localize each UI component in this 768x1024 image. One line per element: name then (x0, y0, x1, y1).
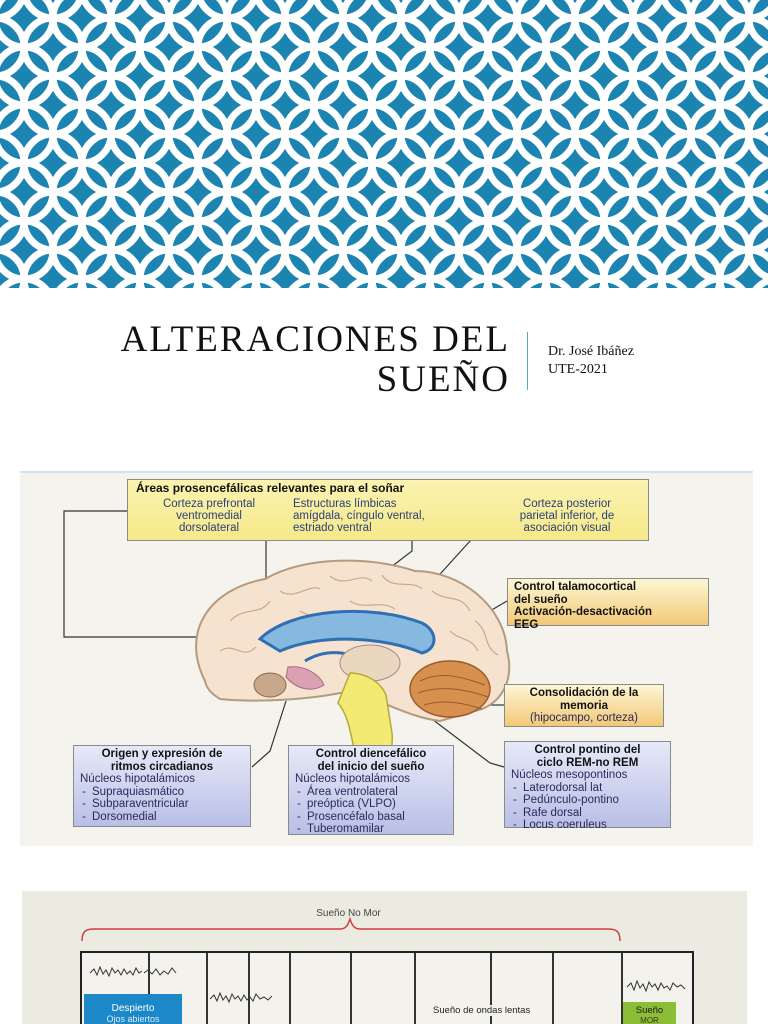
diencef-item: Área ventrolateral (295, 786, 447, 799)
areas-col1-line2: ventromedial (176, 509, 242, 522)
areas-col1-line3: dorsolateral (178, 521, 240, 534)
eeg-grid (80, 951, 694, 1024)
diencef-sub: Núcleos hipotalámicos (295, 773, 411, 785)
talamo-heading-4: EEG (514, 618, 539, 631)
pontino-item: Rafe dorsal (511, 807, 664, 820)
title-divider (527, 332, 528, 390)
box-control-talamocortical: Control talamocortical del sueño Activac… (507, 578, 709, 631)
grid-divider (350, 953, 352, 1024)
diencef-item: Prosencéfalo basal (295, 811, 447, 824)
stage-sueno-mor: Sueño MOR (623, 1002, 676, 1024)
stage-despierto: Despierto Ojos abiertos (84, 994, 182, 1024)
grid-divider (414, 953, 416, 1024)
grid-divider (248, 953, 250, 1024)
box-control-pontino: Control pontino del ciclo REM-no REM Núc… (504, 741, 671, 831)
sleep-stages-figure: Sueño No Mor Despierto Ojos abiertos Sue… (22, 891, 747, 1024)
diencef-heading-2: del inicio del sueño (317, 760, 425, 773)
box-ritmos-circadianos: Origen y expresión de ritmos circadianos… (73, 745, 251, 827)
circ-item: Supraquiasmático (80, 786, 244, 799)
rem-label: Sueño (635, 1005, 664, 1016)
grid-divider (206, 953, 208, 1024)
areas-col2-line3: estriado ventral (293, 521, 372, 534)
sueno-no-mor-label: Sueño No Mor (316, 908, 381, 919)
areas-col3-line3: asociación visual (523, 521, 611, 534)
diencef-item: Tuberomamilar (295, 823, 447, 836)
brain-figure: Áreas prosencefálicas relevantes para el… (20, 471, 753, 846)
talamo-heading-3: Activación-desactivación (514, 606, 653, 618)
grid-divider (490, 953, 492, 1024)
pontino-item: Locus coeruleus (511, 819, 664, 832)
title-line-2: SUEÑO (376, 359, 510, 400)
areas-heading: Áreas prosencefálicas relevantes para el… (136, 481, 405, 495)
sleep-brace (81, 916, 621, 942)
areas-col-limbicas: Estructuras límbicas amígdala, cíngulo v… (293, 498, 483, 534)
rem-sub: MOR (640, 1016, 659, 1024)
memoria-heading-2: memoria (560, 699, 608, 712)
diencef-heading-1: Control diencefálico (315, 748, 427, 760)
circ-sub: Núcleos hipotalámicos (80, 773, 196, 785)
memoria-sub: (hipocampo, corteza) (529, 712, 639, 724)
circ-item: Subparaventricular (80, 798, 244, 811)
grid-divider (148, 953, 150, 1024)
circ-item: Dorsomedial (80, 811, 244, 824)
areas-col3-line1: Corteza posterior (522, 497, 612, 510)
author-org: UTE-2021 (548, 362, 608, 377)
eeg-waves (89, 965, 686, 1015)
box-control-diencefalico: Control diencefálico del inicio del sueñ… (288, 745, 454, 835)
areas-col2-line2: amígdala, cíngulo ventral, (293, 509, 425, 522)
pontino-heading-1: Control pontino del (534, 744, 641, 756)
areas-col-posterior: Corteza posterior parietal inferior, de … (492, 498, 642, 534)
circ-heading-2: ritmos circadianos (110, 760, 214, 773)
grid-divider (552, 953, 554, 1024)
grid-divider (289, 953, 291, 1024)
pontino-item: Laterodorsal lat (511, 782, 664, 795)
header-pattern (0, 0, 768, 288)
pontino-heading-2: ciclo REM-no REM (536, 756, 639, 769)
box-consolidacion-memoria: Consolidación de la memoria (hipocampo, … (504, 684, 664, 727)
diencef-item: preóptica (VLPO) (295, 798, 447, 811)
pontino-sub: Núcleos mesopontinos (511, 769, 628, 781)
figure-top-border (20, 471, 753, 473)
slow-wave-label: Sueño de ondas lentas (430, 1005, 534, 1016)
areas-col2-line1: Estructuras límbicas (293, 497, 397, 510)
areas-col1-line1: Corteza prefrontal (162, 497, 256, 510)
wake-sub: Ojos abiertos (106, 1014, 160, 1024)
title-block: ALTERACIONES DEL SUEÑO Dr. José Ibáñez U… (0, 288, 768, 438)
talamo-heading-2: del sueño (514, 593, 568, 606)
areas-col-prefrontal: Corteza prefrontal ventromedial dorsolat… (134, 498, 284, 534)
wake-label: Despierto (111, 1003, 155, 1014)
pontino-item: Pedúnculo-pontino (511, 794, 664, 807)
grid-divider (621, 953, 623, 1024)
box-areas-prosencefalicas: Áreas prosencefálicas relevantes para el… (127, 479, 649, 541)
areas-col3-line2: parietal inferior, de (519, 509, 615, 522)
author-name: Dr. José Ibáñez (548, 344, 634, 359)
talamo-heading-1: Control talamocortical (514, 581, 637, 593)
title-line-1: ALTERACIONES DEL (120, 319, 510, 360)
circ-heading-1: Origen y expresión de (101, 748, 223, 760)
memoria-heading-1: Consolidación de la (529, 687, 639, 699)
